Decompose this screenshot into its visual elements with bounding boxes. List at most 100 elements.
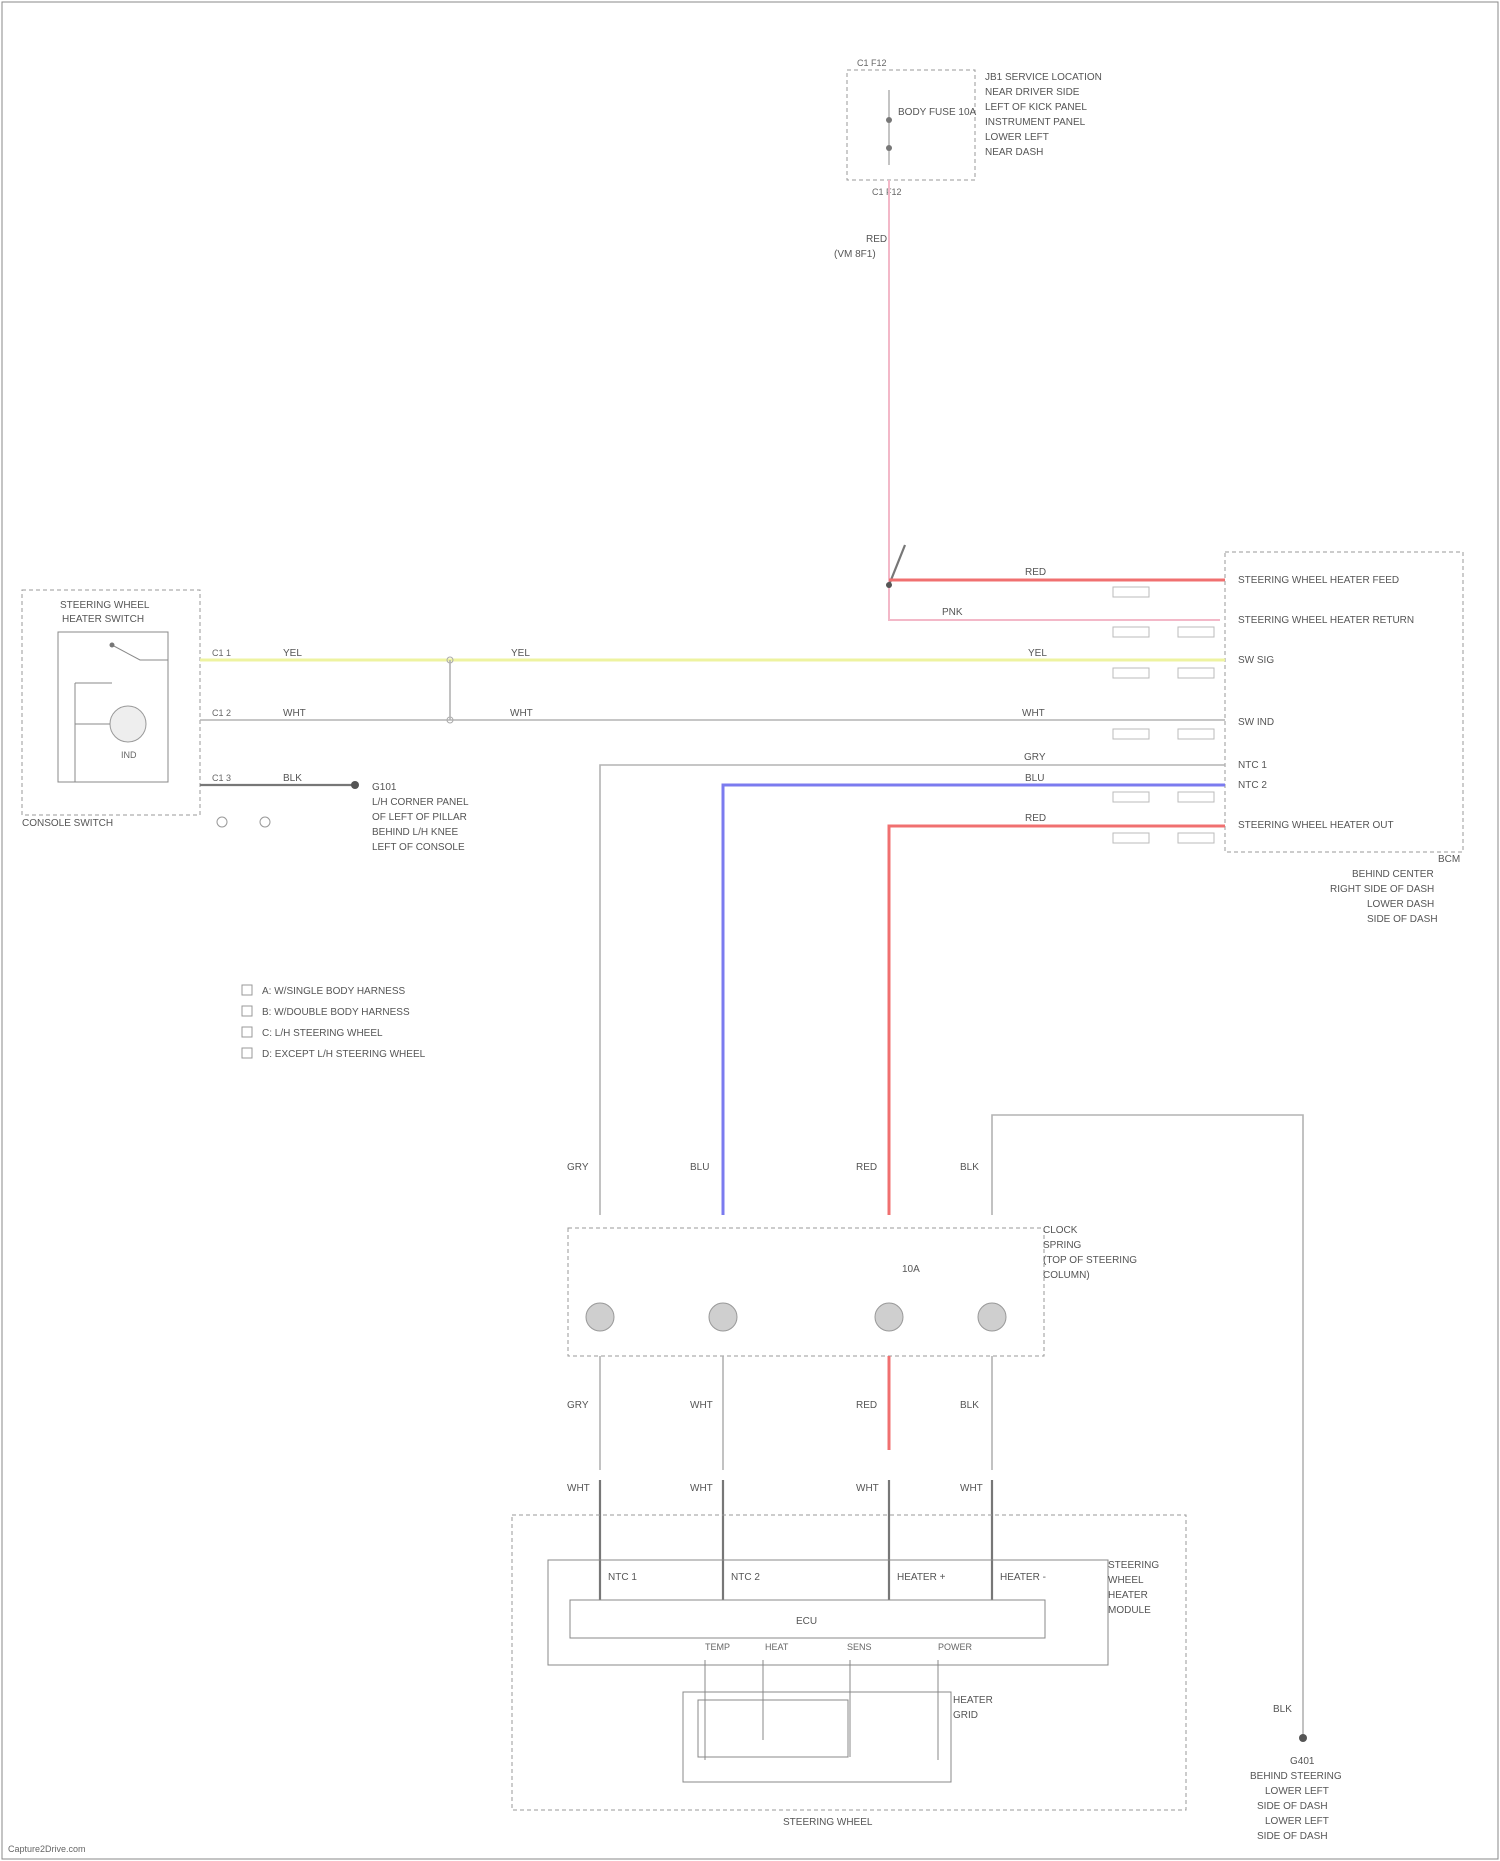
ground-bottom-line-1: LOWER LEFT: [1265, 1786, 1329, 1797]
spring-coil-icon: [709, 1303, 737, 1331]
legend-item-0: A: W/SINGLE BODY HARNESS: [262, 986, 406, 997]
grid-label-0: HEATER: [953, 1695, 993, 1706]
cs-title-0: CLOCK: [1043, 1225, 1078, 1236]
bcm-pin-1: STEERING WHEEL HEATER RETURN: [1238, 615, 1414, 626]
ground-bottom: BLK G401 BEHIND STEERING LOWER LEFT SIDE…: [1250, 1704, 1342, 1842]
indicator-wire-label-mid: WHT: [510, 708, 533, 719]
bcm-pin-0: STEERING WHEEL HEATER FEED: [1238, 575, 1399, 586]
module-pin-3: HEATER -: [1000, 1572, 1046, 1583]
cs-top-wire-1: BLU: [690, 1162, 709, 1173]
ground-line-1: OF LEFT OF PILLAR: [372, 812, 467, 823]
fuse-wire-code: (VM 8F1): [834, 249, 876, 260]
cs-title-2: (TOP OF STEERING: [1043, 1255, 1137, 1266]
heater-grid-inner: [698, 1700, 848, 1757]
conn-mark: [1113, 668, 1149, 678]
cs-bottom-wire-0: GRY: [567, 1400, 589, 1411]
conn-mark: [1113, 627, 1149, 637]
module-sub-1: HEAT: [765, 1642, 789, 1652]
connector-tag-icon: [260, 817, 270, 827]
cs-title-3: COLUMN): [1043, 1270, 1090, 1281]
conn-mark: [1178, 792, 1214, 802]
conn-mark: [1178, 627, 1214, 637]
legend: A: W/SINGLE BODY HARNESS B: W/DOUBLE BOD…: [242, 985, 426, 1060]
bcm-pin-6: STEERING WHEEL HEATER OUT: [1238, 820, 1394, 831]
clockspring-outline: [568, 1228, 1044, 1356]
bcm-pin-5: NTC 2: [1238, 780, 1267, 791]
bcm-module: STEERING WHEEL HEATER FEED STEERING WHEE…: [1225, 552, 1463, 925]
bcm-pin-4: NTC 1: [1238, 760, 1267, 771]
cs-top-wire-3: BLK: [960, 1162, 979, 1173]
splice-dot: [886, 582, 892, 588]
fuse-box-title: JB1 SERVICE LOCATION: [985, 72, 1102, 83]
switch-pin-0: C1 1: [212, 648, 231, 658]
conn-mark: [1113, 729, 1149, 739]
bcm-loc-1: RIGHT SIDE OF DASH: [1330, 884, 1434, 895]
ground-bottom-wire: BLK: [1273, 1704, 1292, 1715]
cs-bottom-wire-3: BLK: [960, 1400, 979, 1411]
legend-item-2: C: L/H STEERING WHEEL: [262, 1028, 383, 1039]
legend-marker: [242, 1006, 252, 1016]
grid-traces: [705, 1660, 938, 1760]
spring-coil-icon: [586, 1303, 614, 1331]
legend-marker: [242, 1048, 252, 1058]
ground-bottom-line-0: BEHIND STEERING: [1250, 1771, 1342, 1782]
ntc2-wire-label: BLU: [1025, 773, 1044, 784]
module-sub-2: SENS: [847, 1642, 872, 1652]
conn-mark: [1178, 833, 1214, 843]
heater-grid-outline: [683, 1692, 951, 1782]
module-pin-1: NTC 2: [731, 1572, 760, 1583]
ground-line-3: LEFT OF CONSOLE: [372, 842, 465, 853]
bcm-loc-3: SIDE OF DASH: [1367, 914, 1438, 925]
conn-mark: [1178, 668, 1214, 678]
cs-conn-3: WHT: [960, 1483, 983, 1494]
switch-contact-dot: [110, 643, 115, 648]
module-title-1: WHEEL: [1108, 1575, 1144, 1586]
cs-top-wire-0: GRY: [567, 1162, 589, 1173]
ground-point-dot: [351, 781, 359, 789]
cs-top-wire-2: RED: [856, 1162, 877, 1173]
switch-wire-2: BLK: [283, 773, 302, 784]
switch-title-0: STEERING WHEEL: [60, 600, 150, 611]
bcm-loc-2: LOWER DASH: [1367, 899, 1434, 910]
ecu-label: ECU: [796, 1616, 817, 1627]
switch-pin-1: C1 2: [212, 708, 231, 718]
indicator-wire-label-right: WHT: [1022, 708, 1045, 719]
return-wire-label: PNK: [942, 607, 963, 618]
fuse-box-loc-1: LEFT OF KICK PANEL: [985, 102, 1087, 113]
fuse-box-loc-3: LOWER LEFT: [985, 132, 1049, 143]
ground-bottom-label: G401: [1290, 1756, 1315, 1767]
cs-title-1: SPRING: [1043, 1240, 1082, 1251]
module-pin-2: HEATER +: [897, 1572, 946, 1583]
steering-wheel-label: STEERING WHEEL: [783, 1817, 873, 1828]
fuse-box-loc-2: INSTRUMENT PANEL: [985, 117, 1086, 128]
indicator-label: IND: [121, 750, 137, 760]
fuse-box-loc-4: NEAR DASH: [985, 147, 1043, 158]
spring-coil-icon: [875, 1303, 903, 1331]
ground-bottom-dot: [1299, 1734, 1307, 1742]
cs-conn-1: WHT: [690, 1483, 713, 1494]
fuse-symbol-dot: [886, 117, 892, 123]
return-wire-pink: [889, 585, 1220, 620]
ground-line-0: L/H CORNER PANEL: [372, 797, 469, 808]
switch-wire-0: YEL: [283, 648, 302, 659]
legend-item-3: D: EXCEPT L/H STEERING WHEEL: [262, 1049, 426, 1060]
ground-bottom-line-4: SIDE OF DASH: [1257, 1831, 1328, 1842]
bcm-connectors: [1113, 587, 1214, 843]
switch-bottom-label: CONSOLE SWITCH: [22, 818, 113, 829]
feed-wire-label: RED: [1025, 567, 1046, 578]
clockspring: CLOCK SPRING (TOP OF STEERING COLUMN) 10…: [568, 1225, 1137, 1356]
bcm-pin-2: SW SIG: [1238, 655, 1274, 666]
fuse-label: BODY FUSE 10A: [898, 107, 977, 118]
fuse-pin-bottom: C1 F12: [872, 187, 902, 197]
cs-conn-0: WHT: [567, 1483, 590, 1494]
fuse-wire-color: RED: [866, 234, 887, 245]
legend-item-1: B: W/DOUBLE BODY HARNESS: [262, 1007, 410, 1018]
legend-marker: [242, 1027, 252, 1037]
ground-bottom-line-3: LOWER LEFT: [1265, 1816, 1329, 1827]
switch-wire-1: WHT: [283, 708, 306, 719]
heater-out-wire-red: [889, 826, 1225, 1215]
fuse-box: C1 F12 JB1 SERVICE LOCATION NEAR DRIVER …: [834, 58, 1102, 260]
conn-mark: [1178, 729, 1214, 739]
signal-wire-label-mid: YEL: [511, 648, 530, 659]
grid-label-1: GRID: [953, 1710, 978, 1721]
